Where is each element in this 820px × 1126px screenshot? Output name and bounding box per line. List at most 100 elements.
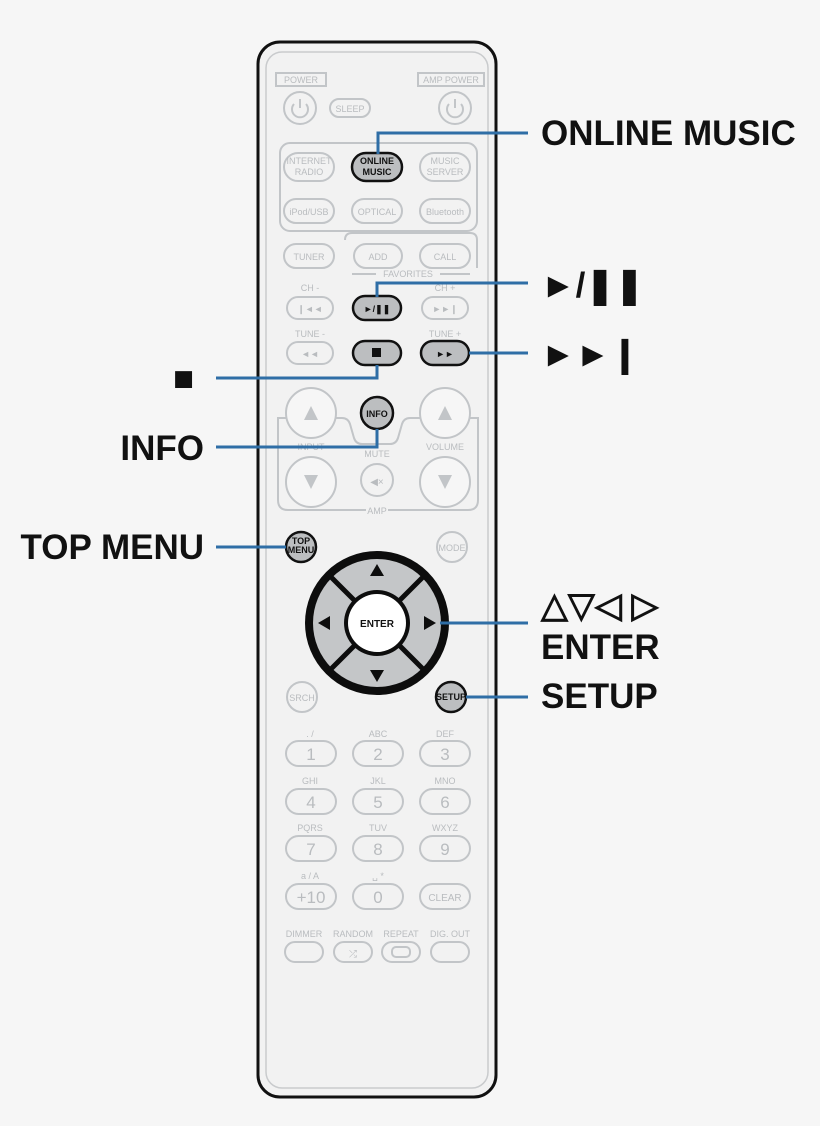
- cursor-right-button[interactable]: [424, 616, 436, 630]
- sleep-button[interactable]: SLEEP: [329, 98, 371, 118]
- key-5-button[interactable]: 5: [352, 788, 404, 815]
- key-letters-1: . /: [306, 729, 314, 739]
- dig-out-button[interactable]: [430, 941, 470, 963]
- input-down-button[interactable]: [285, 456, 337, 508]
- key-letters-2: ABC: [369, 729, 388, 739]
- repeat-button[interactable]: [381, 941, 421, 963]
- down-arrow-icon: [304, 475, 318, 489]
- key-3-button[interactable]: 3: [419, 740, 471, 767]
- key-0-button[interactable]: 0: [352, 883, 404, 910]
- skip-next-small-icon: ►►❙: [432, 304, 457, 315]
- svg-text:ENTER: ENTER: [360, 619, 395, 630]
- clear-button[interactable]: CLEAR: [419, 883, 471, 910]
- ch-plus-label: CH +: [435, 283, 456, 293]
- volume-up-button[interactable]: [419, 387, 471, 439]
- favorites-outline: [344, 232, 478, 268]
- repeat-icon: [391, 946, 411, 958]
- amp-label-gap: [366, 505, 388, 515]
- top-menu-label-1: TOP: [292, 536, 310, 546]
- callout-online-music: ONLINE MUSIC: [541, 114, 796, 153]
- mute-button[interactable]: ◀×: [360, 463, 394, 497]
- svg-text:ADD: ADD: [368, 252, 388, 262]
- internet-radio-label-2: RADIO: [295, 167, 324, 177]
- up-arrow-icon: [304, 406, 318, 420]
- music-server-label-1: MUSIC: [431, 156, 461, 166]
- mute-label: MUTE: [364, 449, 390, 459]
- setup-button[interactable]: SETUP: [434, 680, 468, 714]
- mode-button[interactable]: MODE: [436, 531, 468, 563]
- key-1-button[interactable]: 1: [285, 740, 337, 767]
- callout-cursor: △▽◁ ▷: [540, 586, 660, 625]
- music-server-button[interactable]: MUSIC SERVER: [419, 152, 471, 182]
- key-4-button[interactable]: 4: [285, 788, 337, 815]
- input-up-button[interactable]: [285, 387, 337, 439]
- svg-text:SETUP: SETUP: [436, 692, 466, 702]
- power-icon: [291, 103, 309, 119]
- key-letters-10: a / A: [301, 871, 319, 881]
- shuffle-icon: ⤮: [349, 949, 357, 960]
- ch-minus-button[interactable]: ❙◄◄: [286, 296, 334, 320]
- fast-forward-button[interactable]: ►►: [419, 339, 471, 367]
- svg-text:1: 1: [306, 745, 315, 764]
- svg-text:7: 7: [306, 840, 315, 859]
- svg-text:INFO: INFO: [366, 409, 388, 419]
- svg-text:Bluetooth: Bluetooth: [426, 207, 464, 217]
- tune-plus-label: TUNE +: [429, 329, 461, 339]
- number-pad: . / ABC DEF 1 2 3 GHI JKL MNO 4 5 6 PQRS…: [285, 729, 471, 910]
- ipod-usb-button[interactable]: iPod/USB: [283, 198, 335, 224]
- enter-button[interactable]: ENTER: [344, 590, 410, 656]
- key-2-button[interactable]: 2: [352, 740, 404, 767]
- down-arrow-icon: [438, 475, 452, 489]
- add-button[interactable]: ADD: [353, 243, 403, 269]
- svg-text:+10: +10: [297, 888, 326, 907]
- amp-power-button[interactable]: [438, 91, 472, 125]
- key-letters-0: ␣ *: [372, 871, 384, 882]
- cursor-up-button[interactable]: [370, 564, 384, 576]
- volume-down-button[interactable]: [419, 456, 471, 508]
- tuner-button[interactable]: TUNER: [283, 243, 335, 269]
- svg-text:3: 3: [440, 745, 449, 764]
- amp-power-icon: [446, 103, 464, 119]
- callout-top-menu: TOP MENU: [21, 528, 204, 567]
- key-8-button[interactable]: 8: [352, 835, 404, 862]
- svg-text:SLEEP: SLEEP: [335, 104, 364, 114]
- info-button[interactable]: INFO: [359, 395, 395, 431]
- play-pause-button[interactable]: ►/❚❚: [351, 294, 403, 322]
- dimmer-button[interactable]: [284, 941, 324, 963]
- cursor-down-button[interactable]: [370, 670, 384, 682]
- svg-text:4: 4: [306, 793, 315, 812]
- play-pause-icon: ►/❚❚: [364, 304, 391, 315]
- internet-radio-button[interactable]: INTERNET RADIO: [283, 152, 335, 182]
- online-music-button[interactable]: ONLINE MUSIC: [350, 151, 404, 183]
- power-label: POWER: [284, 75, 319, 85]
- key-9-button[interactable]: 9: [419, 835, 471, 862]
- speaker-mute-icon: ◀×: [370, 477, 384, 488]
- stop-button[interactable]: [351, 339, 403, 367]
- call-button[interactable]: CALL: [419, 243, 471, 269]
- tune-minus-button[interactable]: ◄◄: [286, 341, 334, 365]
- key-6-button[interactable]: 6: [419, 788, 471, 815]
- leader-info: [216, 429, 379, 449]
- key-letters-6: MNO: [435, 776, 456, 786]
- cursor-left-button[interactable]: [318, 616, 330, 630]
- callout-enter: ENTER: [541, 628, 660, 667]
- callout-setup: SETUP: [541, 677, 658, 716]
- svg-text:CLEAR: CLEAR: [428, 893, 461, 904]
- svg-text:iPod/USB: iPod/USB: [289, 207, 328, 217]
- bluetooth-button[interactable]: Bluetooth: [419, 198, 471, 224]
- key-letters-8: TUV: [369, 823, 387, 833]
- leader-play-pause: [375, 281, 528, 297]
- repeat-label: REPEAT: [383, 929, 419, 939]
- power-label-box: [275, 72, 327, 87]
- power-button[interactable]: [283, 91, 317, 125]
- search-button[interactable]: SRCH: [286, 681, 318, 713]
- optical-button[interactable]: OPTICAL: [351, 198, 403, 224]
- online-music-label-2: MUSIC: [363, 167, 393, 177]
- online-music-label-1: ONLINE: [360, 156, 394, 166]
- amp-label: AMP: [367, 506, 387, 516]
- key-7-button[interactable]: 7: [285, 835, 337, 862]
- random-button[interactable]: ⤮: [333, 941, 373, 963]
- top-menu-button[interactable]: TOP MENU: [284, 530, 318, 564]
- key-plus10-button[interactable]: +10: [285, 883, 337, 910]
- ch-plus-button[interactable]: ►►❙: [421, 296, 469, 320]
